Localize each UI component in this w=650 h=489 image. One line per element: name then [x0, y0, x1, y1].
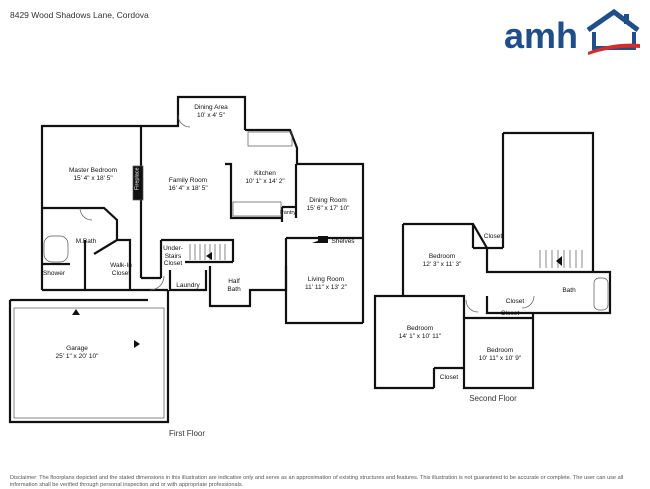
stairs-first-floor [189, 244, 226, 260]
wall-laundry [168, 270, 208, 292]
shelves-triangle [312, 237, 328, 243]
wall-kitchen [225, 162, 282, 220]
swoosh-icon [588, 43, 640, 55]
wall-master-bath [42, 206, 119, 240]
bathtub-symbol [43, 235, 69, 263]
amh-logo: amh [504, 8, 640, 56]
wall-2f-outer [503, 131, 595, 272]
wall-bedroom-top [403, 222, 503, 250]
logo-wordmark: amh [504, 15, 578, 56]
room-label-master-bath: M.Bath [75, 238, 97, 245]
wall-garage [8, 300, 170, 424]
wall-dining-area [141, 95, 247, 130]
room-label-half-bath: Half Bath [227, 278, 241, 293]
wall-master-outer [40, 124, 100, 290]
house-roof-icon [586, 8, 640, 33]
room-label-bath: Bath [562, 287, 576, 294]
room-label-closet-2: Closet [505, 298, 525, 305]
room-label-pantry: Pantry [280, 210, 296, 216]
room-label-closet-1: Closet [483, 233, 503, 240]
fireplace-symbol [132, 165, 144, 201]
room-label-closet-4: Closet [439, 374, 459, 381]
property-address: 8429 Wood Shadows Lane, Cordova [10, 10, 149, 20]
wall-half-bath [208, 266, 288, 308]
disclaimer-text: Disclaimer: The floorplans depicted and … [10, 475, 624, 488]
stairs-second-floor [539, 250, 583, 268]
second-floor-label: Second Floor [469, 394, 517, 403]
room-label-closet-3: Closet [500, 310, 520, 317]
wall-bath [533, 270, 612, 315]
room-label-laundry: Laundry [176, 282, 200, 289]
first-floor-label: First Floor [169, 429, 205, 438]
room-label-fireplace: Fireplace [134, 167, 141, 191]
direction-arrows [72, 252, 562, 348]
room-label-shelves: Shelves [331, 238, 355, 245]
wall-dining-room [297, 162, 365, 323]
room-label-under-stairs-closet: Under-Stairs Closet [163, 245, 183, 267]
room-label-walk-in-closet: Walk-In Closet [110, 262, 132, 277]
room-label-shower: Shower [42, 270, 66, 277]
wall-walk-in-closet [93, 238, 132, 290]
second-floor-tub-symbol [593, 277, 609, 311]
